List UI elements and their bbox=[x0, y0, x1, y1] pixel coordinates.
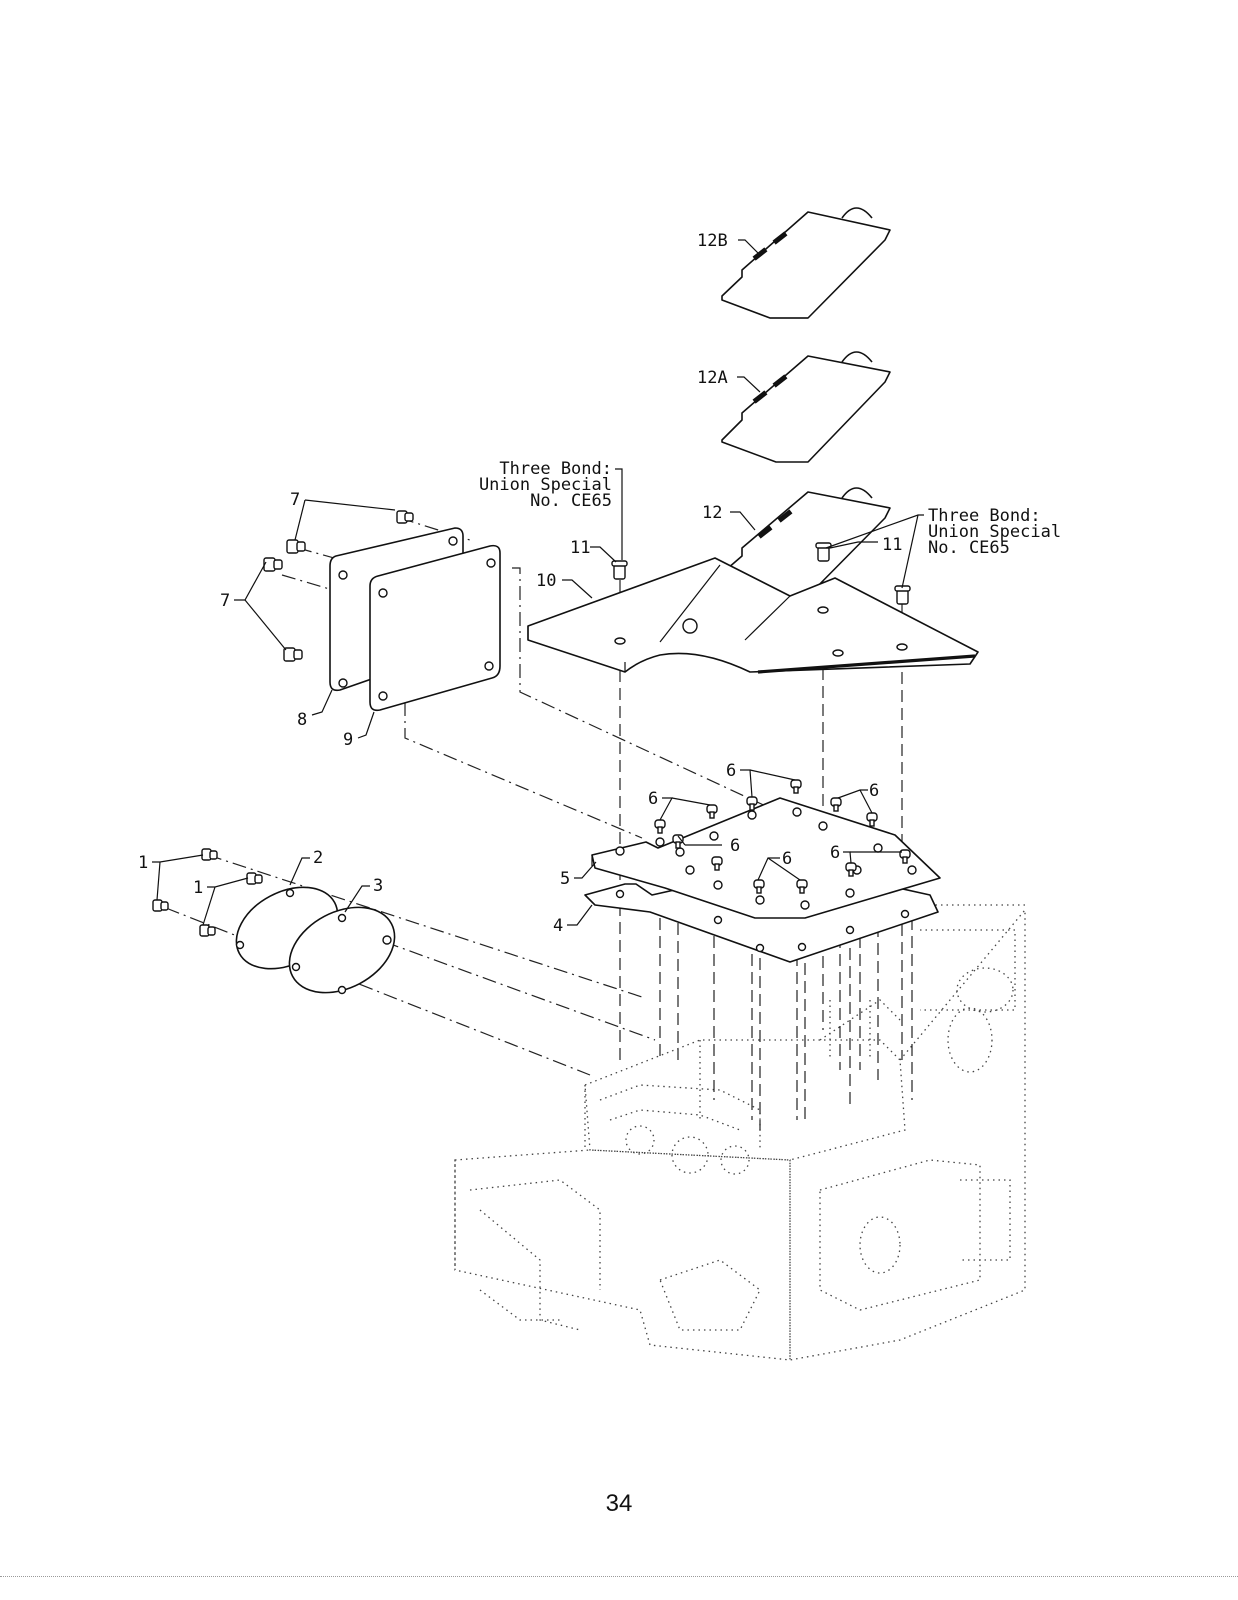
screw-6-5 bbox=[672, 834, 684, 849]
label-12a: 12A bbox=[697, 368, 728, 388]
note-right-line-1: Three Bond: bbox=[928, 506, 1041, 526]
label-3: 3 bbox=[373, 876, 383, 896]
label-11-right: 11 bbox=[882, 535, 902, 555]
label-1-mid: 1 bbox=[193, 878, 203, 898]
label-12b: 12B bbox=[697, 231, 728, 251]
part-12a-cover bbox=[721, 351, 891, 463]
label-8: 8 bbox=[297, 710, 307, 730]
screw-6-2 bbox=[790, 779, 802, 794]
screw-11-right bbox=[894, 585, 911, 605]
note-left-line-2: Union Special bbox=[479, 475, 612, 495]
label-6-f: 6 bbox=[830, 843, 840, 863]
screw-11-mid bbox=[815, 542, 832, 562]
label-7-top: 7 bbox=[290, 490, 300, 510]
screw-7c bbox=[263, 557, 283, 572]
note-left-line-1: Three Bond: bbox=[499, 459, 612, 479]
part-labels: 12B 12A 12 10 11 11 7 7 8 9 6 6 6 6 6 6 … bbox=[138, 231, 902, 936]
screw-6-1 bbox=[746, 796, 758, 811]
label-6-b: 6 bbox=[648, 789, 658, 809]
note-three-bond-left: Three Bond: Union Special No. CE65 bbox=[479, 459, 612, 511]
page-number: 34 bbox=[605, 1490, 633, 1517]
screw-11-left bbox=[611, 560, 628, 580]
screw-6-8 bbox=[866, 812, 878, 827]
screw-6-3 bbox=[706, 804, 718, 819]
part-10-plate bbox=[527, 557, 979, 674]
screw-7b bbox=[286, 539, 306, 554]
note-right-line-3: No. CE65 bbox=[928, 538, 1010, 558]
note-three-bond-right: Three Bond: Union Special No. CE65 bbox=[928, 506, 1061, 558]
screw-6-9 bbox=[753, 879, 765, 894]
label-6-c: 6 bbox=[869, 781, 879, 801]
label-6-d: 6 bbox=[730, 836, 740, 856]
note-left-line-3: No. CE65 bbox=[530, 491, 612, 511]
screw-6-10 bbox=[796, 879, 808, 894]
leader-lines bbox=[152, 239, 924, 926]
label-6-a: 6 bbox=[726, 761, 736, 781]
screw-6-12 bbox=[899, 849, 911, 864]
label-1-top: 1 bbox=[138, 853, 148, 873]
part-12b-cover bbox=[721, 207, 891, 319]
screw-1c bbox=[152, 899, 169, 912]
label-4: 4 bbox=[553, 916, 563, 936]
label-9: 9 bbox=[343, 730, 353, 750]
label-10: 10 bbox=[536, 571, 556, 591]
note-right-line-2: Union Special bbox=[928, 522, 1061, 542]
screw-6-4 bbox=[654, 819, 666, 834]
machine-base-outline bbox=[454, 904, 1026, 1361]
screw-6-6 bbox=[711, 856, 723, 871]
label-2: 2 bbox=[313, 848, 323, 868]
screw-1d bbox=[199, 924, 216, 937]
page-bottom-edge bbox=[0, 1576, 1238, 1577]
screw-6-7 bbox=[830, 797, 842, 812]
part-9-plate bbox=[369, 544, 501, 712]
label-12: 12 bbox=[702, 503, 722, 523]
screw-7d bbox=[283, 647, 303, 662]
label-5: 5 bbox=[560, 869, 570, 889]
label-6-e: 6 bbox=[782, 849, 792, 869]
label-11-left: 11 bbox=[570, 538, 590, 558]
part-12-cover bbox=[719, 487, 891, 599]
part-3-cover bbox=[288, 906, 396, 995]
part-11-screws bbox=[611, 542, 911, 605]
screw-7a bbox=[396, 510, 414, 524]
part-7-screws bbox=[263, 510, 414, 662]
label-7-left: 7 bbox=[220, 591, 230, 611]
screw-1b bbox=[246, 872, 263, 885]
screw-1a bbox=[201, 848, 218, 861]
